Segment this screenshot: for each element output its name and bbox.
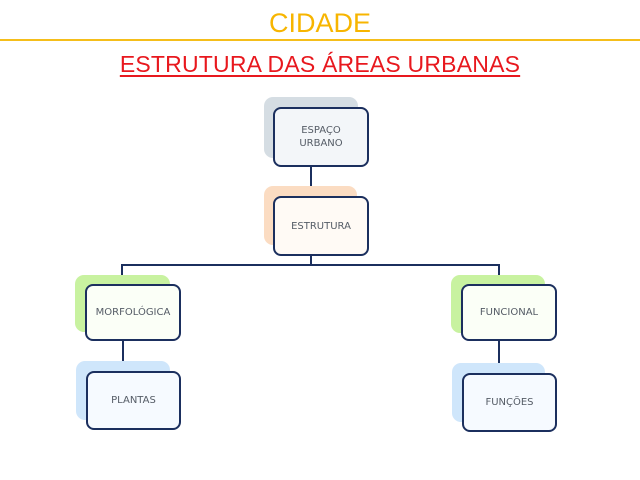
node-funcoes-label: FUNÇÕES <box>485 397 534 408</box>
node-espaco-urbano[interactable]: ESPAÇO URBANO <box>273 107 369 167</box>
node-estrutura[interactable]: ESTRUTURA <box>273 196 369 256</box>
title-text: CIDADE <box>266 8 373 38</box>
node-plantas-label: PLANTAS <box>111 395 156 406</box>
page-title: CIDADE <box>0 6 640 40</box>
label-line-2: URBANO <box>299 138 343 149</box>
node-funcional[interactable]: FUNCIONAL <box>461 284 557 341</box>
node-morfologica[interactable]: MORFOLÓGICA <box>85 284 181 341</box>
node-morfologica-label: MORFOLÓGICA <box>95 307 171 318</box>
title-rule <box>0 39 640 41</box>
label-line-1: ESPAÇO <box>301 125 341 136</box>
connector-to-funcional <box>498 264 500 285</box>
page-subtitle: ESTRUTURA DAS ÁREAS URBANAS <box>119 51 521 77</box>
node-espaco-urbano-label: ESPAÇO URBANO <box>299 124 342 150</box>
node-plantas[interactable]: PLANTAS <box>86 371 181 430</box>
connector-to-morfologica <box>121 264 123 285</box>
connector-estrutura-branch <box>310 255 312 266</box>
connector-funcional-funcoes <box>498 340 500 374</box>
node-funcional-label: FUNCIONAL <box>479 307 539 318</box>
connector-espaco-estrutura <box>310 166 312 197</box>
connector-morfologica-plantas <box>122 340 124 372</box>
node-funcoes[interactable]: FUNÇÕES <box>462 373 557 432</box>
node-estrutura-label: ESTRUTURA <box>291 220 351 232</box>
connector-horizontal <box>121 264 500 266</box>
